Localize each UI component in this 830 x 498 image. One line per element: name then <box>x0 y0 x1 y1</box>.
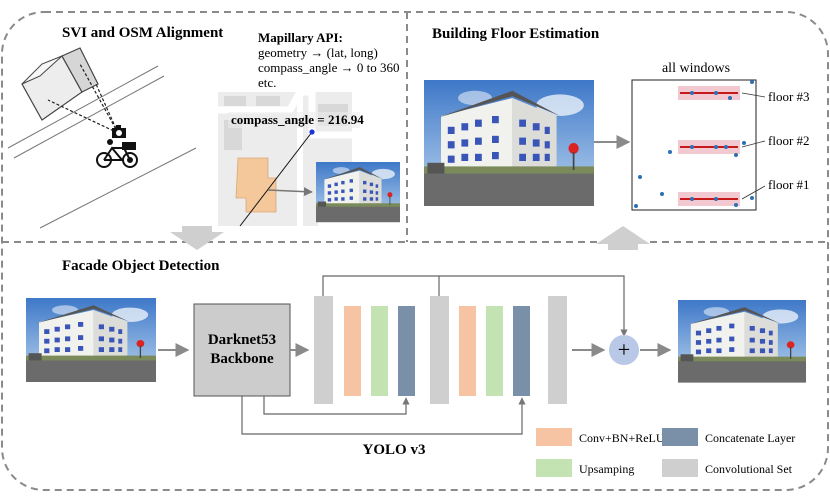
legend-swatch-upsample <box>536 459 572 477</box>
compass-point-icon <box>309 129 315 135</box>
floor-band-2 <box>678 140 740 154</box>
map-to-photo-arrow <box>267 187 313 197</box>
floor-label-3: floor #3 <box>768 89 810 104</box>
convset-block-2 <box>430 296 449 404</box>
upsample-block-2 <box>486 306 503 396</box>
convset-block-1 <box>314 296 333 404</box>
skip-connections <box>241 275 628 435</box>
floor-photo <box>424 80 594 206</box>
svi-photo-small <box>316 162 400 226</box>
convset-block-3 <box>548 296 567 404</box>
legend-label-conv: Conv+BN+ReLU <box>579 431 665 445</box>
mapillary-line-compass: compass_angle → 0 to 360 <box>258 60 400 75</box>
outer-frame <box>1 11 829 491</box>
conv-block-1 <box>344 306 361 396</box>
concat-block-2 <box>513 306 530 396</box>
window-points <box>634 80 754 208</box>
output-photo <box>678 300 806 383</box>
add-symbol: + <box>618 337 630 362</box>
conv-block-2 <box>459 306 476 396</box>
compass-angle-label: compass_angle = 216.94 <box>231 112 364 127</box>
title-floor-estimation: Building Floor Estimation <box>432 26 600 42</box>
legend-swatch-conv <box>536 428 572 446</box>
floor-label-1: floor #1 <box>768 177 810 192</box>
yolo-label: YOLO v3 <box>363 442 426 458</box>
floor-band-3 <box>678 86 740 100</box>
bicycle-icon <box>96 139 138 168</box>
upsample-block-1 <box>371 306 388 396</box>
title-svi-osm: SVI and OSM Alignment <box>62 25 223 41</box>
building-box-icon <box>21 47 99 121</box>
legend-swatch-convset <box>662 459 698 477</box>
street-sketch <box>7 65 197 229</box>
camera-icon <box>112 125 126 138</box>
up-block-arrow <box>596 226 650 250</box>
legend-label-upsample: Upsamping <box>579 462 634 476</box>
down-block-arrow <box>170 226 224 250</box>
backbone-block <box>193 303 291 397</box>
legend-label-concat: Concatenate Layer <box>705 431 795 445</box>
floor-label-2: floor #2 <box>768 133 810 148</box>
add-icon <box>609 335 639 365</box>
windows-chart-title: all windows <box>662 61 730 76</box>
floor-band-1 <box>678 192 740 206</box>
sight-lines <box>47 63 119 134</box>
backbone-label-2: Backbone <box>210 351 274 367</box>
legend-label-convset: Convolutional Set <box>705 462 793 476</box>
legend-swatch-concat <box>662 428 698 446</box>
concat-block-1 <box>398 306 415 396</box>
mapillary-line-geometry: geometry → (lat, long) <box>258 45 378 60</box>
title-facade-detection: Facade Object Detection <box>62 258 220 274</box>
floor-leader-lines <box>741 92 766 200</box>
input-photo <box>26 298 156 382</box>
mapillary-line-etc: etc. <box>258 75 276 90</box>
legend: Conv+BN+ReLU Concatenate Layer Upsamping… <box>536 428 795 477</box>
mapillary-heading: Mapillary API: <box>258 30 343 45</box>
backbone-label-1: Darknet53 <box>208 332 276 348</box>
